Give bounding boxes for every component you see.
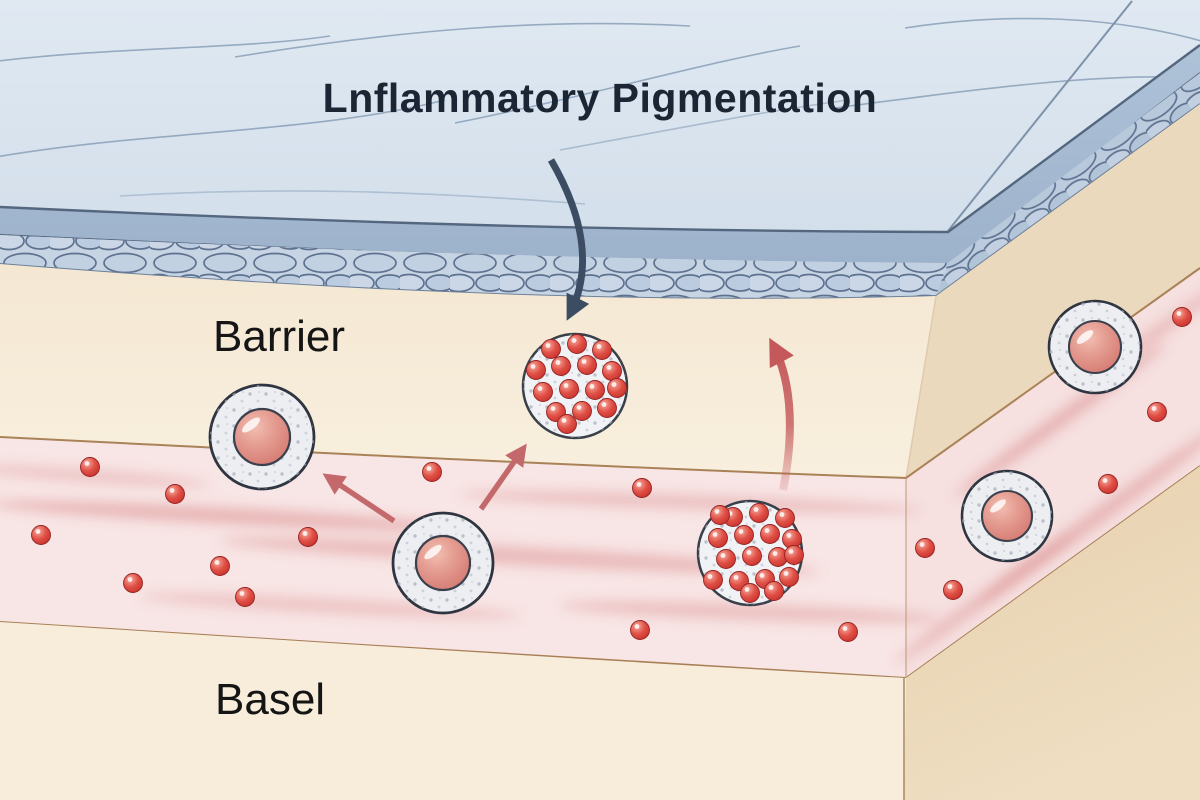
granule <box>585 380 605 400</box>
cell-nucleus <box>232 407 292 467</box>
granule <box>710 505 730 525</box>
granule <box>784 545 804 565</box>
granule <box>602 361 622 381</box>
immune-cell-center <box>391 511 495 615</box>
granule <box>742 546 762 566</box>
migration-upright-arrow <box>478 443 527 511</box>
granule <box>572 401 592 421</box>
granule <box>557 414 577 434</box>
granule <box>1098 474 1118 494</box>
migration-up-arrow <box>769 337 794 491</box>
cobblestone-layer <box>0 73 1200 300</box>
basel-label: Basel <box>215 675 325 724</box>
granule <box>577 355 597 375</box>
granule <box>1172 307 1192 327</box>
basel-layer <box>0 466 1200 800</box>
granule <box>630 620 650 640</box>
surface-fold-crease <box>947 0 1133 232</box>
cell-nucleus <box>414 534 472 592</box>
immune-cell-right-upper <box>1047 299 1143 395</box>
granule <box>740 583 760 603</box>
migration-left-arrow <box>322 473 396 524</box>
granule <box>235 587 255 607</box>
cell-nucleus <box>1067 319 1123 375</box>
granule <box>80 457 100 477</box>
granule <box>749 503 769 523</box>
granule <box>123 573 143 593</box>
epidermis-band-top-edge <box>0 44 1200 234</box>
barrier-right-face <box>906 104 1200 478</box>
granule <box>838 622 858 642</box>
granule <box>567 334 587 354</box>
granule <box>210 556 230 576</box>
pigment-filled-cell-band <box>696 499 804 607</box>
nucleus-highlight <box>424 544 442 560</box>
granule <box>632 478 652 498</box>
barrier-fold-edge <box>905 295 937 479</box>
granule <box>551 356 571 376</box>
inflamed-band-top-edge <box>0 267 1200 480</box>
granule <box>779 567 799 587</box>
cobblestone-front-cells <box>0 235 948 299</box>
granule <box>760 524 780 544</box>
nucleus-highlight <box>1076 330 1094 344</box>
granule <box>526 360 546 380</box>
granule <box>541 339 561 359</box>
barrier-label: Barrier <box>213 312 345 361</box>
pigment-filled-cell-barrier <box>521 332 629 440</box>
granule <box>533 382 553 402</box>
granule <box>298 527 318 547</box>
title: Lnflammatory Pigmentation <box>323 75 878 121</box>
basel-front-face <box>0 622 906 800</box>
immune-cell-right-lower <box>960 469 1054 563</box>
basel-right-face <box>904 466 1200 800</box>
granule <box>559 379 579 399</box>
nucleus-highlight <box>990 499 1006 513</box>
granule <box>607 378 627 398</box>
granule <box>1147 402 1167 422</box>
granule <box>915 538 935 558</box>
granule <box>597 398 617 418</box>
cobblestone-right-cells <box>936 73 1200 296</box>
granule <box>703 570 723 590</box>
granule <box>592 340 612 360</box>
granule <box>764 581 784 601</box>
granule <box>734 525 754 545</box>
epidermis-surface-face <box>0 0 1200 232</box>
immune-cell-left <box>208 383 316 491</box>
granule <box>31 525 51 545</box>
granule <box>165 484 185 504</box>
granule <box>716 549 736 569</box>
granule <box>422 462 442 482</box>
granule <box>943 580 963 600</box>
nucleus-highlight <box>241 417 261 433</box>
granule <box>708 528 728 548</box>
cell-nucleus <box>980 489 1034 543</box>
title-pointer-arrow <box>547 158 590 321</box>
granule <box>775 508 795 528</box>
